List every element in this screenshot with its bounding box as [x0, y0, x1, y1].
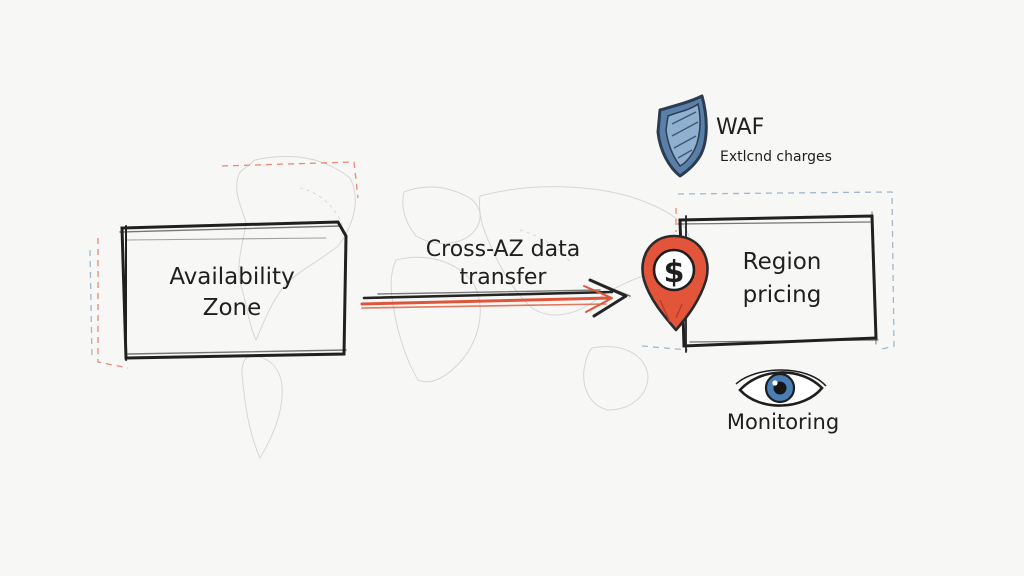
- availability-zone-label: Availability Zone: [138, 262, 326, 324]
- eye-icon: [735, 369, 827, 407]
- region-dashed-outline: [641, 191, 895, 351]
- cross-az-label: Cross-AZ data transfer: [388, 236, 618, 291]
- region-pricing-label-line1: Region: [742, 249, 822, 275]
- map-pin-icon: $: [641, 234, 709, 332]
- cross-az-label-line2: transfer: [459, 264, 547, 290]
- availability-zone-dashed-outline: [89, 161, 359, 369]
- waf-title: WAF: [716, 115, 765, 140]
- shield-icon: [656, 94, 708, 178]
- availability-zone-label-line2: Zone: [202, 295, 262, 322]
- availability-zone-label-line1: Availability: [169, 264, 295, 290]
- region-pricing-label: Region pricing: [702, 246, 862, 313]
- monitoring-label: Monitoring: [726, 410, 840, 434]
- availability-zone-box: [119, 220, 348, 361]
- cross-az-arrow: [360, 278, 631, 318]
- region-pricing-label-line2: pricing: [742, 282, 822, 309]
- waf-subtitle: Extlcnd charges: [720, 149, 832, 165]
- world-map-background: [236, 155, 691, 460]
- cross-az-label-line1: Cross-AZ data: [425, 237, 581, 262]
- dollar-symbol: $: [664, 255, 685, 290]
